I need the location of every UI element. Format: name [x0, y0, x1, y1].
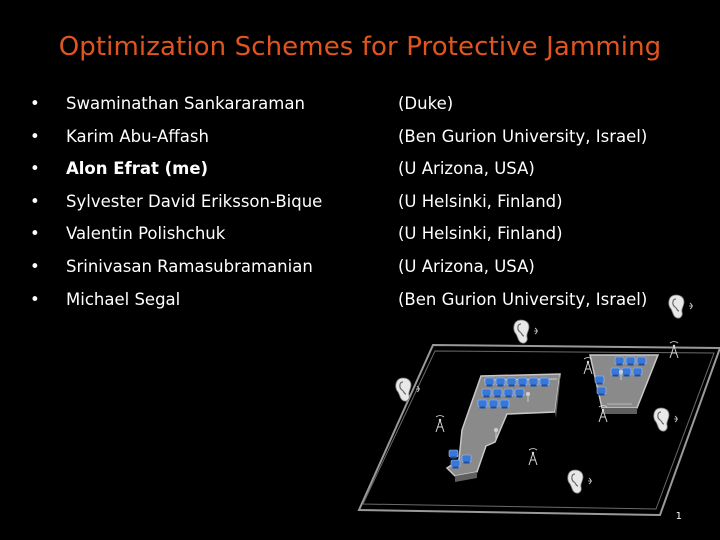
author-affiliation: (Ben Gurion University, Israel): [398, 126, 648, 146]
author-affiliation: (U Helsinki, Finland): [398, 191, 563, 211]
bullet: •: [30, 224, 40, 244]
page-number: 1: [675, 511, 682, 522]
jamming-scenario-illustration: [357, 294, 720, 517]
author-name: Swaminathan Sankararaman: [66, 94, 305, 113]
author-row: • Srinivasan Ramasubramanian (U Arizona,…: [30, 251, 690, 284]
author-name: Michael Segal: [66, 289, 181, 309]
author-row: • Sylvester David Eriksson-Bique (U Hels…: [30, 186, 690, 219]
bullet: •: [30, 256, 40, 276]
author-name: Karim Abu-Affash: [66, 126, 209, 146]
bullet: •: [30, 289, 40, 309]
author-affiliation: (U Arizona, USA): [398, 159, 535, 179]
author-name: Srinivasan Ramasubramanian: [66, 256, 313, 276]
author-affiliation: (Duke): [398, 94, 454, 113]
author-affiliation: (U Helsinki, Finland): [398, 224, 563, 244]
main-building: [445, 373, 561, 482]
author-row: • Alon Efrat (me) (U Arizona, USA): [30, 153, 690, 186]
bullet: •: [30, 126, 40, 146]
slide-title: Optimization Schemes for Protective Jamm…: [58, 32, 662, 62]
author-name: Alon Efrat (me): [66, 159, 209, 179]
bullet: •: [30, 191, 40, 211]
author-list: • Swaminathan Sankararaman (Duke) • Kari…: [30, 88, 690, 316]
author-name: Valentin Polishchuk: [66, 224, 226, 244]
bullet: •: [30, 159, 40, 179]
bullet: •: [30, 94, 40, 113]
author-affiliation: (U Arizona, USA): [398, 256, 535, 276]
author-row: • Swaminathan Sankararaman (Duke): [30, 88, 690, 121]
author-name: Sylvester David Eriksson-Bique: [66, 191, 323, 211]
person-figures: [493, 369, 624, 438]
author-row: • Karim Abu-Affash (Ben Gurion Universit…: [30, 121, 690, 154]
author-row: • Michael Segal (Ben Gurion University, …: [30, 284, 690, 317]
author-affiliation: (Ben Gurion University, Israel): [398, 289, 648, 309]
author-row: • Valentin Polishchuk (U Helsinki, Finla…: [30, 218, 690, 251]
